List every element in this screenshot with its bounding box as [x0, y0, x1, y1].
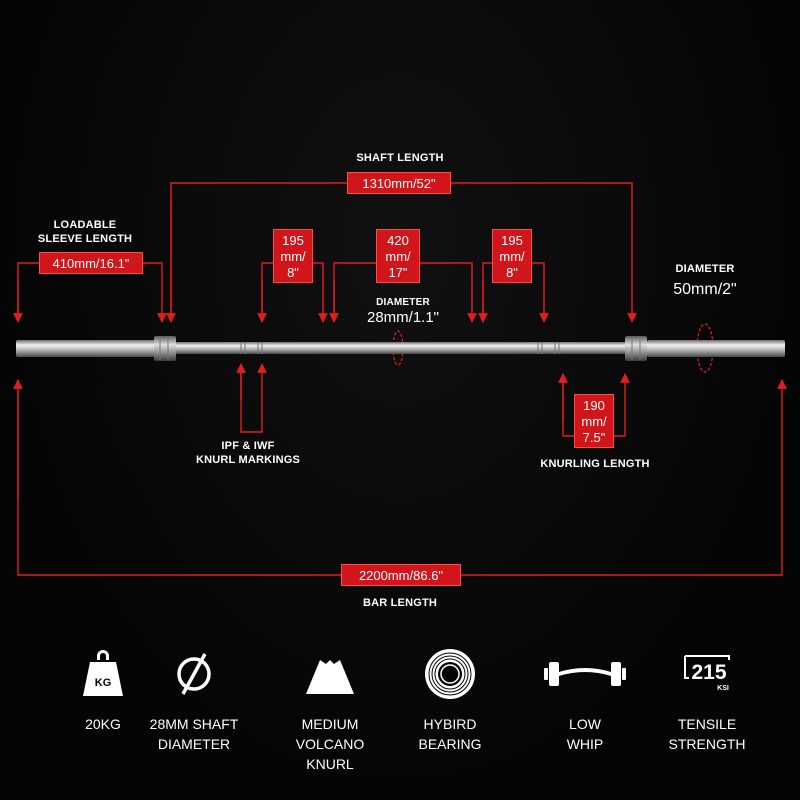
feature-weight: KG 20KG	[48, 648, 158, 734]
shaft-diameter-label: DIAMETER	[376, 297, 430, 308]
volcano-icon	[306, 660, 354, 694]
svg-text:KG: KG	[95, 677, 112, 689]
knurl-markings-line	[240, 363, 267, 433]
knurl-center-value: 420 mm/ 17"	[376, 229, 420, 283]
feature-label: LOW WHIP	[566, 716, 604, 752]
barbell	[16, 336, 785, 361]
bar-length-line	[17, 379, 787, 576]
feature-bearing: HYBIRD BEARING	[395, 648, 505, 754]
feature-label: HYBIRD BEARING	[418, 716, 482, 752]
knurl-left-value: 195 mm/ 8"	[273, 229, 313, 283]
feature-diameter: 28MM SHAFT DIAMETER	[139, 648, 249, 754]
feature-volcano: MEDIUM VOLCANO KNURL	[275, 648, 385, 774]
knurl-right-value: 195 mm/ 8"	[492, 229, 532, 283]
bar-length-label: BAR LENGTH	[362, 597, 438, 609]
feature-label: TENSILE STRENGTH	[668, 716, 746, 752]
sleeve-diameter-value: 50mm/2"	[673, 281, 737, 298]
weight-icon: KG	[83, 650, 123, 696]
bearing-icon	[425, 649, 475, 699]
feature-whip: LOW WHIP	[530, 648, 640, 754]
knurl-markings-label: IPF & IWF KNURL MARKINGS	[195, 440, 301, 466]
shaft-diameter-value: 28mm/1.1"	[366, 309, 440, 326]
shaft-length-value: 1310mm/52"	[347, 172, 451, 194]
sleeve-length-value: 410mm/16.1"	[39, 252, 143, 274]
whip-icon	[544, 662, 626, 686]
feature-label: 20KG	[85, 716, 121, 732]
svg-text:215: 215	[691, 661, 726, 684]
feature-label: 28MM SHAFT DIAMETER	[149, 716, 239, 752]
feature-label: MEDIUM VOLCANO KNURL	[295, 716, 365, 772]
knurling-length-label: KNURLING LENGTH	[540, 458, 650, 470]
shaft-length-label: SHAFT LENGTH	[356, 152, 444, 164]
diameter-icon	[177, 653, 211, 695]
sleeve-diameter-label: DIAMETER	[675, 263, 735, 275]
feature-tensile: 215 KSI TENSILE STRENGTH	[652, 648, 762, 754]
bar-length-value: 2200mm/86.6"	[341, 564, 461, 586]
sleeve-length-label: LOADABLE SLEEVE LENGTH	[37, 219, 133, 245]
knurling-length-value: 190 mm/ 7.5"	[574, 394, 614, 448]
svg-text:KSI: KSI	[717, 685, 729, 692]
tensile-icon: 215 KSI	[684, 655, 730, 692]
